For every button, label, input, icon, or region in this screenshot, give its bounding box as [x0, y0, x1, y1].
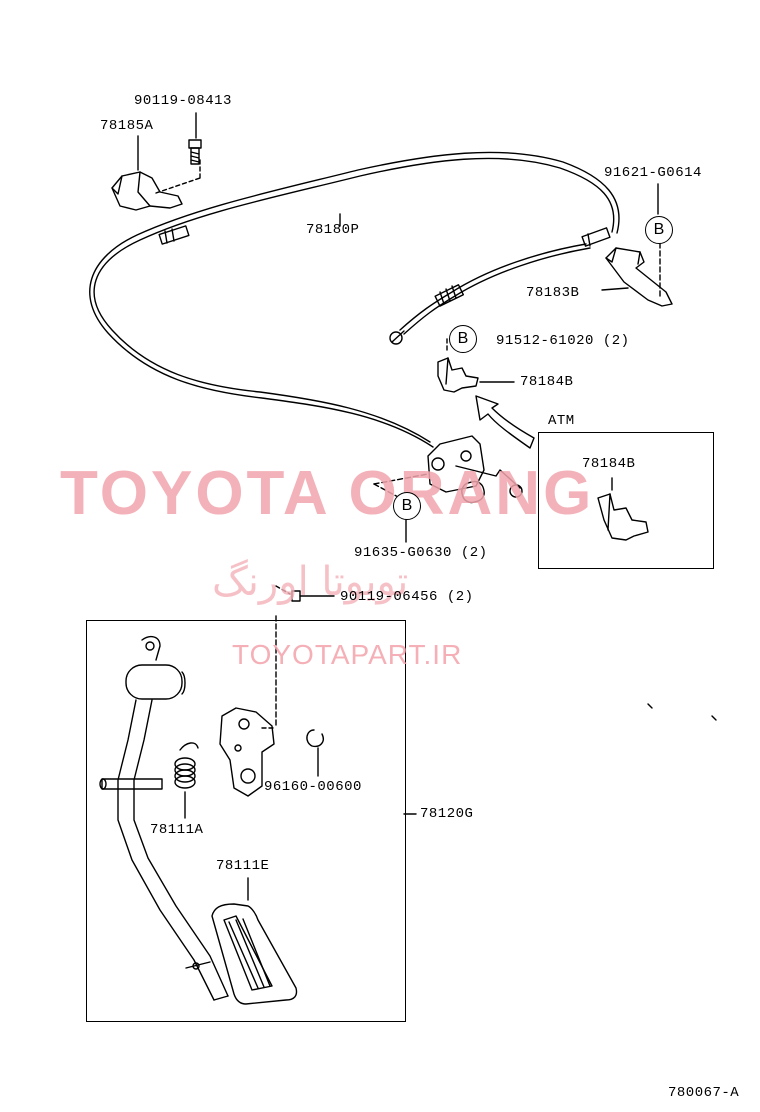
- pedal-assembly-box: [86, 620, 406, 1022]
- bracket-78183b: [601, 183, 673, 307]
- watermark-persian: تویوتا اورنگ: [212, 559, 409, 605]
- atm-bracket-drawing: [597, 477, 649, 541]
- atm-inset-box: [538, 432, 714, 569]
- watermark-brand: TOYOTA ORANG: [60, 459, 595, 528]
- return-spring: [174, 742, 199, 819]
- callout-b-mid: B: [449, 325, 477, 353]
- label-atm-bracket: 78184B: [582, 456, 636, 472]
- label-pedal-assembly: 78120G: [420, 806, 474, 822]
- bolt-90119-08413: [188, 112, 202, 165]
- label-bolt-lower: 90119-06456 (2): [340, 589, 474, 605]
- snap-ring: [306, 729, 324, 777]
- label-clip-lower: 91635-G0630 (2): [354, 545, 488, 561]
- pedal-pad: [211, 877, 298, 1005]
- pedal-bracket: [219, 615, 277, 797]
- atm-arrow: [475, 395, 535, 449]
- label-atm-caption: ATM: [548, 413, 575, 429]
- callout-b-top-right: B: [645, 216, 673, 244]
- label-bolt-top: 90119-08413: [134, 93, 232, 109]
- bracket-78185a: [111, 135, 201, 211]
- pedal-arm: [99, 635, 229, 1001]
- bracket-78184b-mid: [437, 335, 515, 393]
- figure-number: 780067-A: [668, 1085, 740, 1101]
- watermark-url: TOYOTAPART.IR: [232, 639, 463, 670]
- accelerator-cable: [89, 151, 620, 448]
- label-pad: 78111E: [216, 858, 270, 874]
- label-bracket-right: 78183B: [526, 285, 580, 301]
- label-clip-top-right: 91621-G0614: [604, 165, 702, 181]
- callout-b-lower: B: [393, 492, 421, 520]
- label-bracket-left: 78185A: [100, 118, 154, 134]
- label-bracket-mid: 78184B: [520, 374, 574, 390]
- bolt-90119-06456: [275, 585, 335, 602]
- label-clip-mid: 91512-61020 (2): [496, 333, 630, 349]
- label-cable: 78180P: [306, 222, 360, 238]
- label-spring: 78111A: [150, 822, 204, 838]
- label-ring: 96160-00600: [264, 779, 362, 795]
